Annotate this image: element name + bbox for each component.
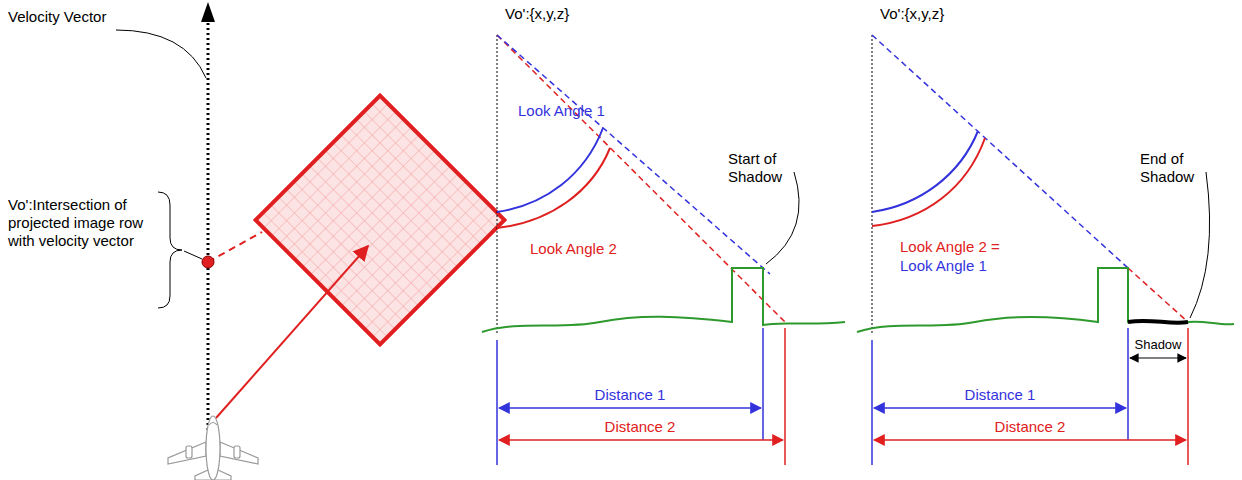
aircraft <box>168 416 258 480</box>
angle-arc-1 <box>872 131 978 212</box>
dimension-line <box>1187 328 1189 465</box>
dimension-line <box>871 340 873 465</box>
angle-label: Look Angle 1 <box>900 257 1020 275</box>
dimension-line <box>1127 328 1129 440</box>
callout-label: End of Shadow <box>1140 150 1210 186</box>
terrain <box>482 268 845 332</box>
image-footprint <box>256 96 505 345</box>
angle-label: Look Angle 2 = <box>900 238 1020 256</box>
angle-arc-2 <box>872 138 985 226</box>
dimension-arrow <box>1130 357 1186 358</box>
look-vector <box>216 246 368 418</box>
dimension-line <box>784 328 786 465</box>
callout-label: Velocity Vector <box>8 8 148 26</box>
shadow-region <box>1128 321 1188 323</box>
angle-label: Look Angle 2 <box>530 240 640 258</box>
dimension-arrow <box>499 439 783 441</box>
angle-arc-2 <box>497 148 610 228</box>
leader-line <box>1190 172 1210 318</box>
callout-label: Vo':Intersection of projected image row … <box>8 196 148 250</box>
leader-line <box>766 172 799 264</box>
nadir-line <box>497 35 498 335</box>
velocity-vector <box>207 22 210 440</box>
brace <box>158 192 182 308</box>
vo-point <box>202 256 214 268</box>
dimension-label: Distance 1 <box>940 386 1060 404</box>
nadir-line <box>872 35 873 335</box>
dimension-label: Distance 2 <box>580 418 700 436</box>
point-label: Vo':{x,y,z} <box>505 5 625 23</box>
leader-line <box>184 251 202 259</box>
dimension-label: Distance 1 <box>570 386 690 404</box>
point-label: Vo':{x,y,z} <box>880 5 1000 23</box>
callout-label: Start of Shadow <box>728 150 798 186</box>
velocity-arrowhead <box>201 2 215 22</box>
angle-arc-1 <box>497 128 603 212</box>
dimension-arrow <box>499 407 761 409</box>
dimension-line <box>496 340 498 465</box>
dimension-label: Shadow <box>1118 336 1198 354</box>
look-ray-1 <box>872 35 1128 268</box>
terrain <box>857 268 1234 332</box>
dimension-arrow <box>874 439 1186 441</box>
dimension-line <box>762 328 764 440</box>
projected-row <box>208 232 262 262</box>
look-ray-2 <box>1128 268 1188 322</box>
dimension-arrow <box>874 407 1126 409</box>
leader-line <box>116 30 206 78</box>
dimension-label: Distance 2 <box>970 418 1090 436</box>
angle-label: Look Angle 1 <box>518 102 628 120</box>
